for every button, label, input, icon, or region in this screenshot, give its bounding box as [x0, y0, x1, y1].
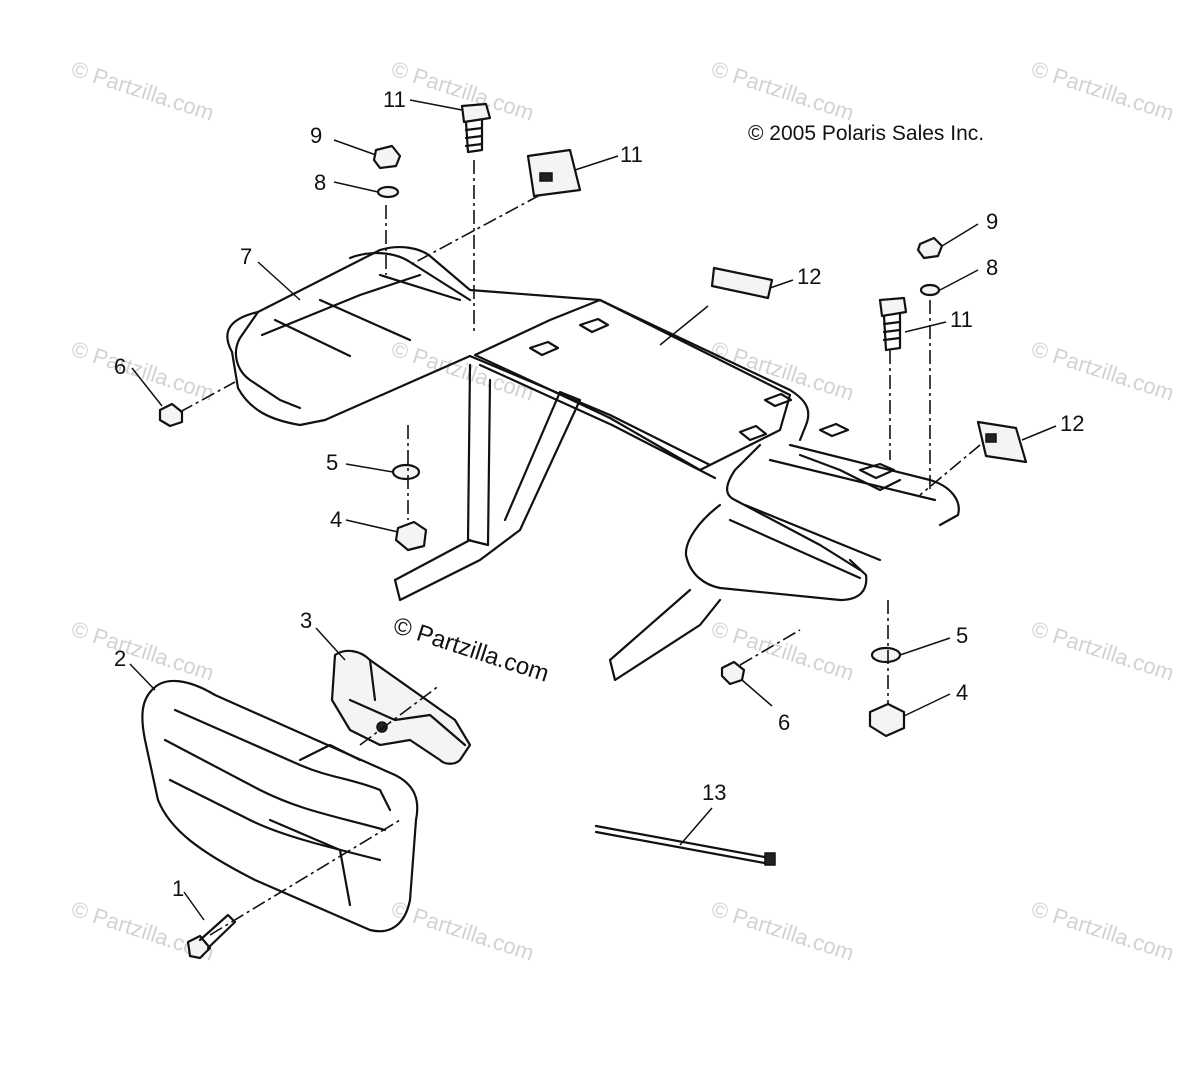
bumper-mount-bracket [330, 649, 472, 765]
callout-7: 7 [240, 244, 252, 269]
callout-1: 1 [172, 876, 184, 901]
callout-3: 3 [300, 608, 312, 633]
watermark: © Partzilla.com [1028, 336, 1177, 406]
callout-9: 9 [986, 209, 998, 234]
hardware-right [720, 236, 1028, 738]
watermark: © Partzilla.com [68, 336, 217, 406]
callout-labels: 11 9 8 11 7 6 5 4 3 2 1 12 9 8 11 12 5 4… [114, 87, 1084, 901]
callout-12: 12 [797, 264, 821, 289]
watermark: © Partzilla.com [68, 56, 217, 126]
watermark: © Partzilla.com [1028, 896, 1177, 966]
callout-11: 11 [620, 142, 643, 167]
watermark: © Partzilla.com [708, 56, 857, 126]
watermark: © Partzilla.com [1028, 56, 1177, 126]
callout-8: 8 [314, 170, 326, 195]
callout-5: 5 [956, 623, 968, 648]
watermark-layer: © Partzilla.com © Partzilla.com © Partzi… [68, 56, 1177, 966]
copyright-notice: © 2005 Polaris Sales Inc. [748, 122, 984, 145]
callout-10: 11 [383, 87, 406, 112]
front-bumper [141, 679, 419, 933]
hardware-left [158, 102, 582, 960]
callout-8: 8 [986, 255, 998, 280]
callout-4: 4 [330, 507, 342, 532]
center-watermark: © Partzilla.com [390, 612, 552, 688]
callout-5: 5 [326, 450, 338, 475]
watermark: © Partzilla.com [1028, 616, 1177, 686]
rear-rack-frame [226, 246, 960, 682]
assembly-axes [179, 160, 981, 936]
callout-10: 11 [950, 307, 973, 332]
watermark: © Partzilla.com [68, 616, 217, 686]
watermark: © Partzilla.com [708, 896, 857, 966]
watermark: © Partzilla.com [388, 896, 537, 966]
callout-13: 13 [702, 780, 726, 805]
callout-9: 9 [310, 123, 322, 148]
cable-tie [594, 824, 776, 866]
callout-6: 6 [778, 710, 790, 735]
decal [710, 266, 774, 300]
leader-lines [129, 99, 1057, 921]
callout-11: 12 [1060, 411, 1084, 436]
callout-2: 2 [114, 646, 126, 671]
watermark: © Partzilla.com [388, 336, 537, 406]
callout-4: 4 [956, 680, 968, 705]
callout-6: 6 [114, 354, 126, 379]
